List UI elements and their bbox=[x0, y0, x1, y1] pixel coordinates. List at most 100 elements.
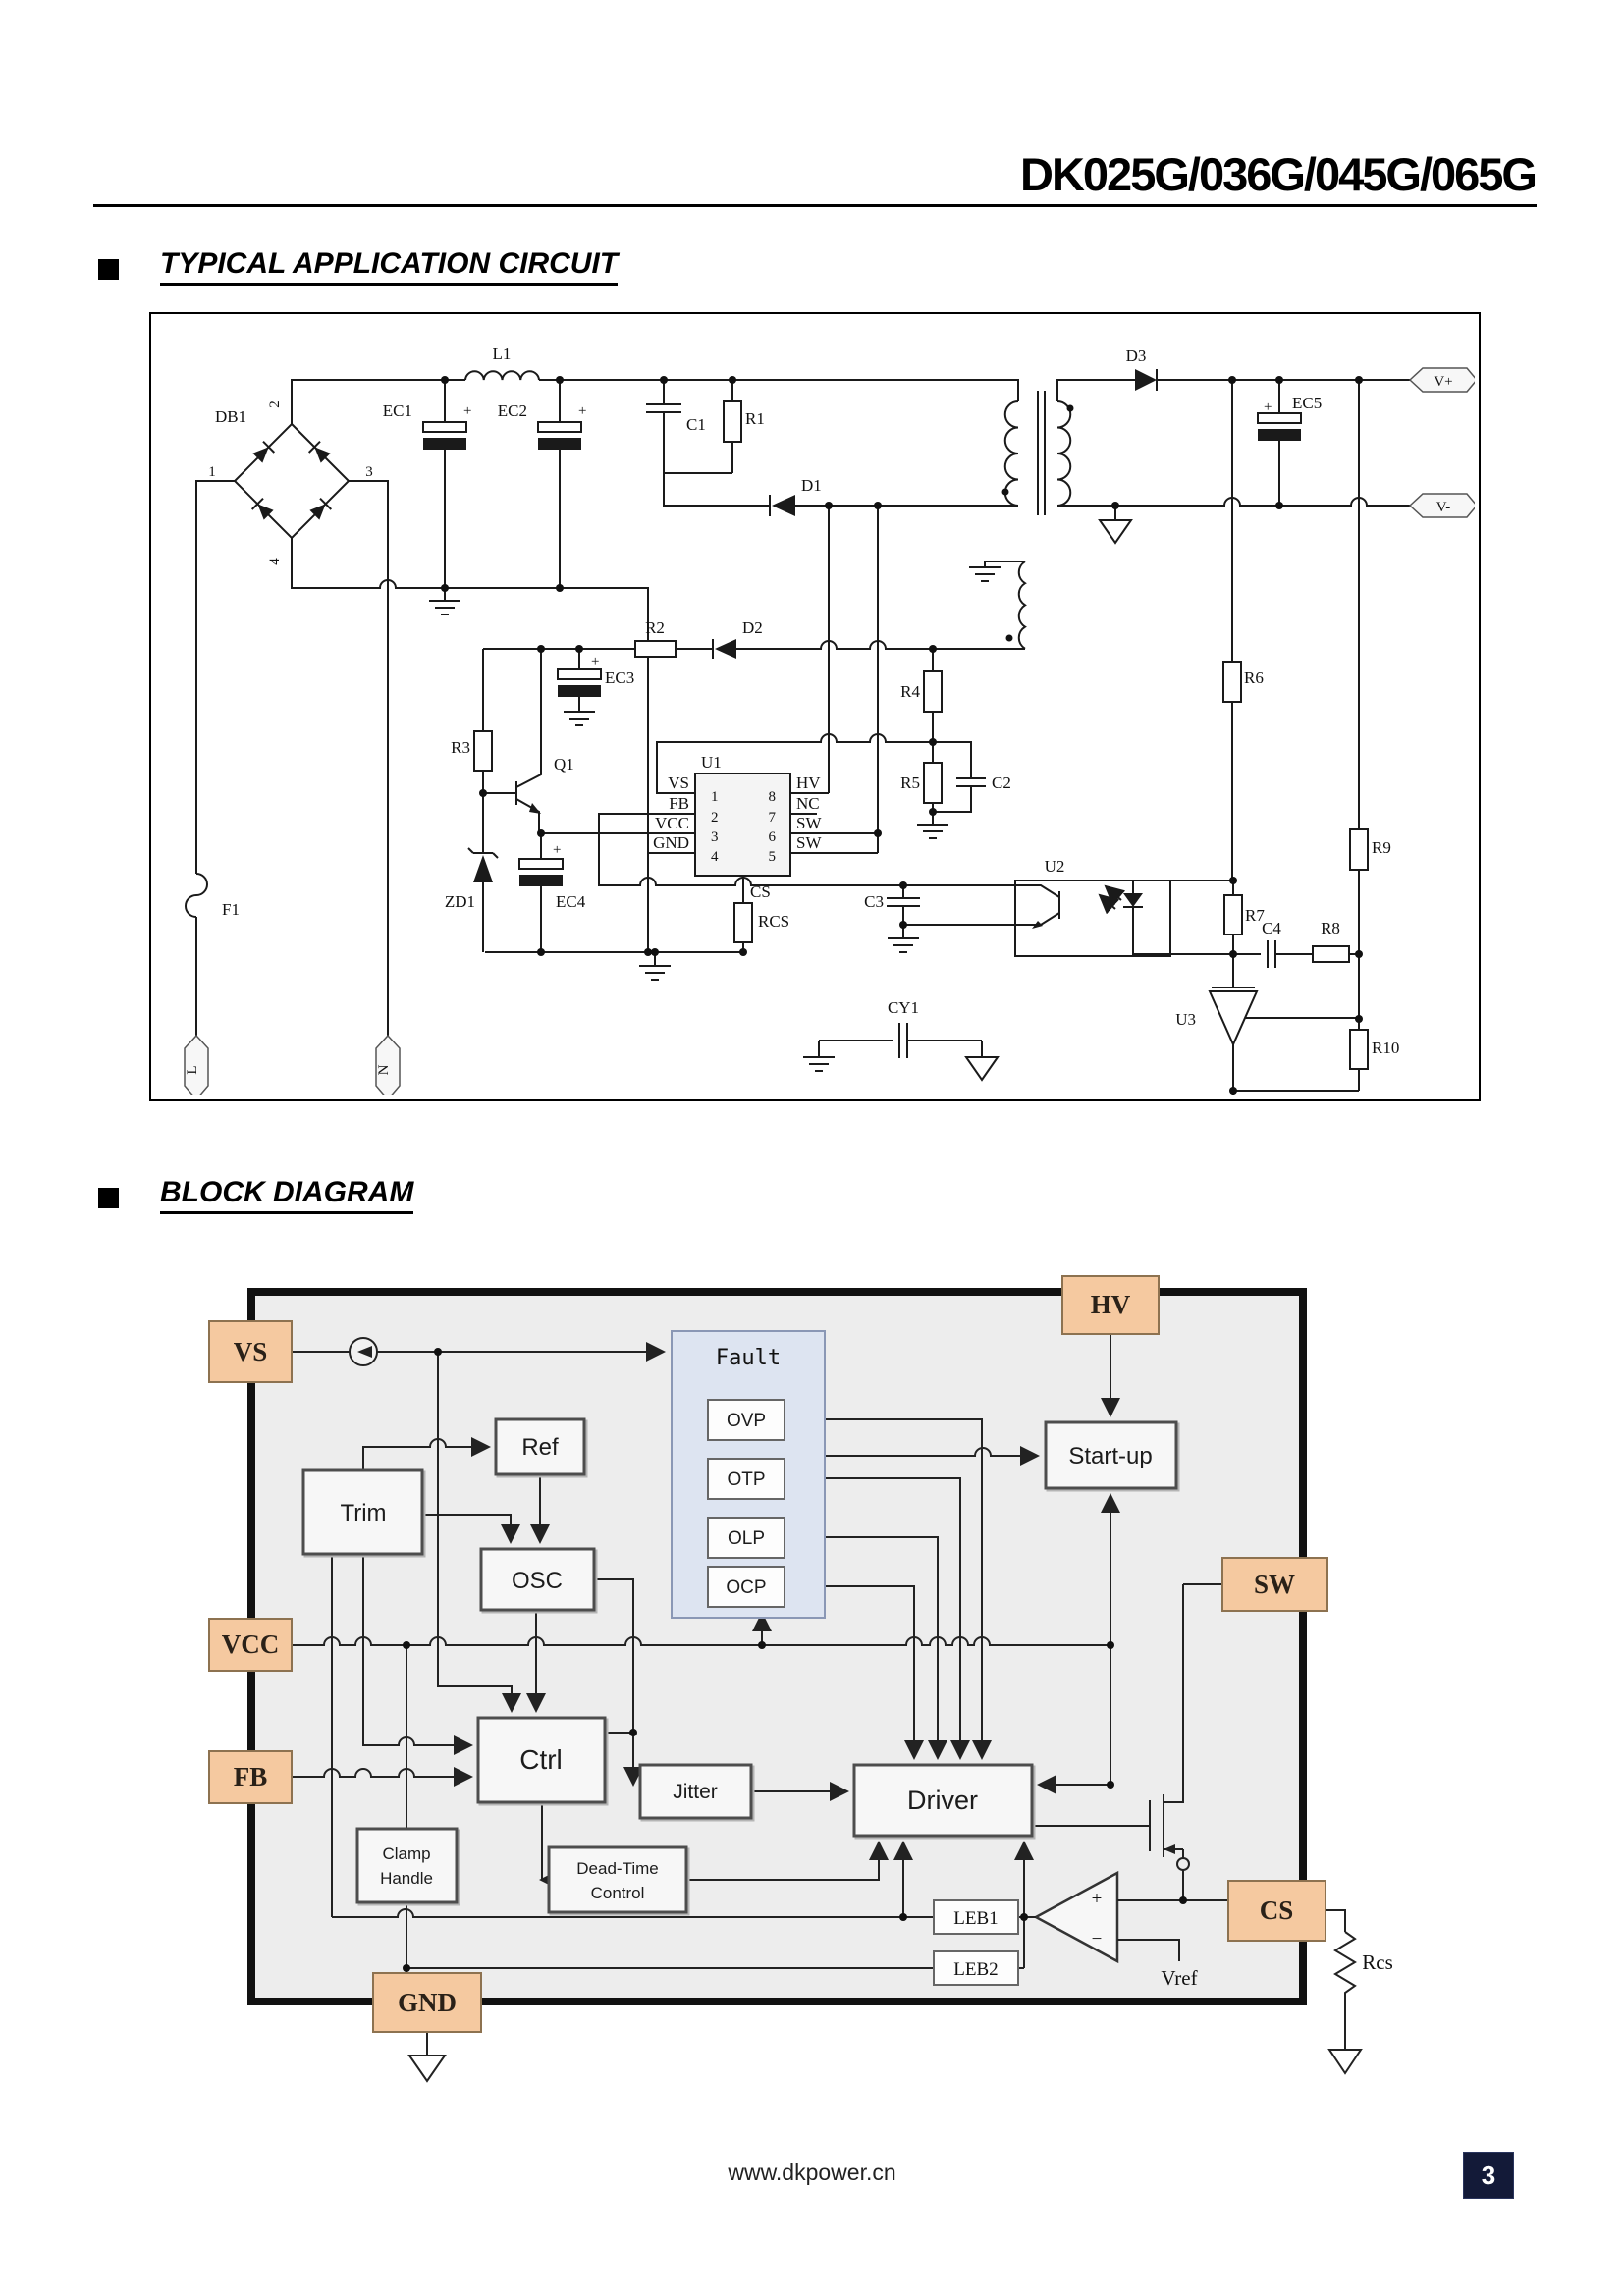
terminal-vminus: V- bbox=[1408, 493, 1478, 518]
resistor-r9: R9 bbox=[1349, 380, 1391, 1019]
clamp-handle-box bbox=[355, 1827, 459, 1904]
pin-label-vcc: VCC bbox=[222, 1629, 280, 1659]
wire-ocp-driver bbox=[785, 1585, 924, 1760]
label-r8: R8 bbox=[1321, 919, 1340, 937]
label-d3: D3 bbox=[1126, 347, 1147, 365]
current-source-arrow bbox=[357, 1346, 372, 1358]
wire-sw bbox=[790, 506, 879, 854]
label-rcs: RCS bbox=[758, 912, 789, 931]
label-r3: R3 bbox=[451, 738, 470, 757]
label-ocp: OCP bbox=[726, 1577, 766, 1598]
label-clamp1: Clamp bbox=[382, 1844, 430, 1863]
resistor-r3: R3 bbox=[451, 649, 493, 793]
label-pin3: 3 bbox=[365, 464, 373, 480]
section2-heading: BLOCK DIAGRAM bbox=[160, 1176, 414, 1214]
label-f1: F1 bbox=[222, 900, 240, 919]
wire-fb bbox=[598, 813, 1015, 886]
label-cs: CS bbox=[750, 882, 771, 901]
trim-box bbox=[301, 1468, 424, 1556]
label-vplus: V+ bbox=[1434, 374, 1452, 390]
u1-pin-fb: FB bbox=[669, 794, 689, 813]
label-u2: U2 bbox=[1045, 857, 1065, 876]
label-pin1: 1 bbox=[208, 464, 216, 480]
pin-label-vs: VS bbox=[234, 1337, 268, 1366]
label-jitter: Jitter bbox=[673, 1781, 718, 1803]
ground-symbol-primary1 bbox=[428, 600, 461, 615]
leb1-box bbox=[933, 1899, 1019, 1935]
pin-label-hv: HV bbox=[1091, 1290, 1131, 1319]
comparator-minus: − bbox=[1092, 1929, 1103, 1949]
label-db1: DB1 bbox=[215, 407, 246, 426]
transistor-q1: Q1 bbox=[483, 649, 574, 833]
page-number-badge: 3 bbox=[1463, 2152, 1514, 2199]
label-leb1: LEB1 bbox=[953, 1908, 998, 1929]
wire-secondary-bottom bbox=[1057, 497, 1410, 507]
label-d2: D2 bbox=[742, 618, 763, 637]
label-vminus: V- bbox=[1436, 500, 1450, 515]
application-circuit-frame: DB1 1 2 3 4 L1 EC1 + EC2 + C1 R1 D1 bbox=[149, 312, 1481, 1129]
otp-box bbox=[707, 1458, 785, 1500]
pin-label-gnd: GND bbox=[398, 1988, 457, 2017]
label-c4: C4 bbox=[1262, 919, 1281, 937]
u1-pin-gnd: GND bbox=[653, 833, 689, 852]
u1-pin-nc: NC bbox=[796, 794, 820, 813]
label-r7: R7 bbox=[1245, 906, 1265, 925]
label-dtc2: Control bbox=[591, 1884, 645, 1902]
capacitor-ec4: EC4 + bbox=[518, 833, 586, 952]
label-fault: Fault bbox=[716, 1346, 781, 1370]
label-r1: R1 bbox=[745, 409, 765, 428]
wire-vs-sense bbox=[656, 733, 933, 794]
u1-pin-1: 1 bbox=[711, 789, 719, 805]
wire-dtc-driver bbox=[686, 1841, 889, 1881]
pin-cs bbox=[1227, 1880, 1326, 1942]
label-ec5: EC5 bbox=[1292, 394, 1322, 412]
u1-pin-4: 4 bbox=[711, 849, 719, 865]
capacitor-cy1: CY1 bbox=[802, 998, 999, 1081]
terminal-n: N bbox=[349, 480, 401, 1101]
u1-pin-5: 5 bbox=[769, 849, 777, 865]
label-clamp2: Handle bbox=[380, 1869, 433, 1888]
wire-aux-line bbox=[483, 640, 933, 650]
label-ref: Ref bbox=[521, 1434, 559, 1461]
label-l: L bbox=[185, 1065, 200, 1074]
pin-label-cs: CS bbox=[1260, 1896, 1294, 1925]
terminal-l: L bbox=[184, 1034, 209, 1101]
divider-r4-r5-c2: R4 R5 C2 bbox=[900, 649, 1011, 839]
ocp-box bbox=[707, 1566, 785, 1608]
label-driver: Driver bbox=[907, 1786, 978, 1815]
plus-ec2: + bbox=[578, 403, 586, 419]
wire-vs-ctrl bbox=[437, 1352, 521, 1713]
ic-u1: U1 VS FB VCC GND 1 2 3 4 8 7 6 5 HV NC S… bbox=[653, 753, 822, 877]
wire-top-rail-left bbox=[291, 379, 465, 424]
label-n: N bbox=[376, 1064, 392, 1075]
terminal-vplus: V+ bbox=[1408, 367, 1478, 393]
label-ec4: EC4 bbox=[556, 892, 586, 911]
wire-fault-startup bbox=[825, 1446, 1040, 1466]
label-ovp: OVP bbox=[727, 1411, 766, 1431]
rcs-external: Rcs bbox=[1326, 1909, 1393, 2075]
plus-ec4: + bbox=[553, 842, 561, 858]
resistor-r10: R10 bbox=[1349, 1019, 1399, 1091]
label-olp: OLP bbox=[728, 1528, 765, 1549]
wire-ovp-driver bbox=[785, 1418, 992, 1760]
page-title: DK025G/036G/045G/065G bbox=[1020, 148, 1538, 200]
label-q1: Q1 bbox=[554, 755, 574, 774]
wire-otp-driver bbox=[785, 1477, 970, 1760]
label-startup: Start-up bbox=[1068, 1443, 1152, 1469]
wire-trim-ref bbox=[362, 1437, 491, 1470]
label-trim: Trim bbox=[340, 1500, 386, 1526]
pin-fb bbox=[208, 1750, 293, 1804]
zener-zd1: ZD1 bbox=[445, 793, 499, 952]
u1-pin-3: 3 bbox=[711, 829, 719, 845]
olp-box bbox=[707, 1517, 785, 1559]
section2-bullet bbox=[98, 1188, 119, 1208]
u1-pin-6: 6 bbox=[769, 829, 777, 845]
r7-c4-r8: R7 C4 R8 bbox=[1223, 881, 1359, 968]
u1-pin-vs: VS bbox=[668, 774, 689, 792]
u1-pin-vcc: VCC bbox=[655, 814, 689, 832]
capacitor-ec2: EC2 + bbox=[498, 380, 586, 588]
u1-pin-hv: HV bbox=[796, 774, 821, 792]
block-junction-dots bbox=[403, 1348, 1187, 1972]
label-r9: R9 bbox=[1372, 838, 1391, 857]
pin-label-sw: SW bbox=[1254, 1570, 1295, 1599]
